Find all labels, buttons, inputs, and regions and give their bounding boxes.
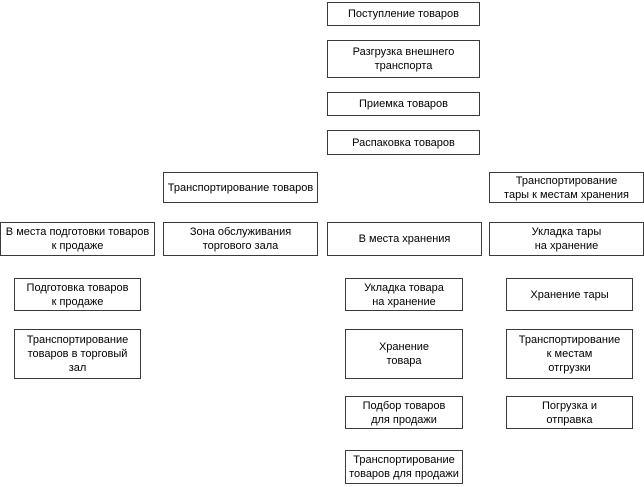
flow-node-transportirovanie-tary-k-mestam-hraneniya: Транспортирование тары к местам хранения xyxy=(489,172,644,203)
flow-node-priemka-tovarov: Приемка товаров xyxy=(327,92,480,116)
flow-node-transportirovanie-tovarov-v-torgovyy-zal: Транспортирование товаров в торговый зал xyxy=(14,329,141,379)
flow-node-hranenie-tovara: Хранение товара xyxy=(345,329,463,379)
flow-node-pogruzka-i-otpravka: Погрузка и отправка xyxy=(506,396,633,429)
flow-node-transportirovanie-tovarov: Транспортирование товаров xyxy=(163,172,318,203)
flow-node-transportirovanie-tovarov-dlya-prodazhi: Транспортирование товаров для продажи xyxy=(345,450,463,484)
flow-node-hranenie-tary: Хранение тары xyxy=(506,278,633,311)
flow-node-v-mesta-hraneniya: В места хранения xyxy=(327,222,482,256)
flow-node-ukladka-tary-na-hranenie: Укладка тары на хранение xyxy=(489,222,644,256)
flow-node-v-mesta-podgotovki-tovarov-k-prodazhe: В места подготовки товаров к продаже xyxy=(0,222,155,256)
flow-node-postuplenie-tovarov: Поступление товаров xyxy=(327,2,480,26)
flow-node-zona-obsluzhivaniya-torgovogo-zala: Зона обслуживания торгового зала xyxy=(163,222,318,256)
flow-node-podgotovka-tovarov-k-prodazhe: Подготовка товаров к продаже xyxy=(14,278,141,311)
flow-node-razgruzka-vneshnego-transporta: Разгрузка внешнего транспорта xyxy=(327,40,480,78)
flow-node-raspakovka-tovarov: Распаковка товаров xyxy=(327,130,480,155)
flow-node-ukladka-tovara-na-hranenie: Укладка товара на хранение xyxy=(345,278,463,311)
flow-node-podbor-tovarov-dlya-prodazhi: Подбор товаров для продажи xyxy=(345,396,463,429)
flow-node-transportirovanie-k-mestam-otgruzki: Транспортирование к местам отгрузки xyxy=(506,329,633,379)
